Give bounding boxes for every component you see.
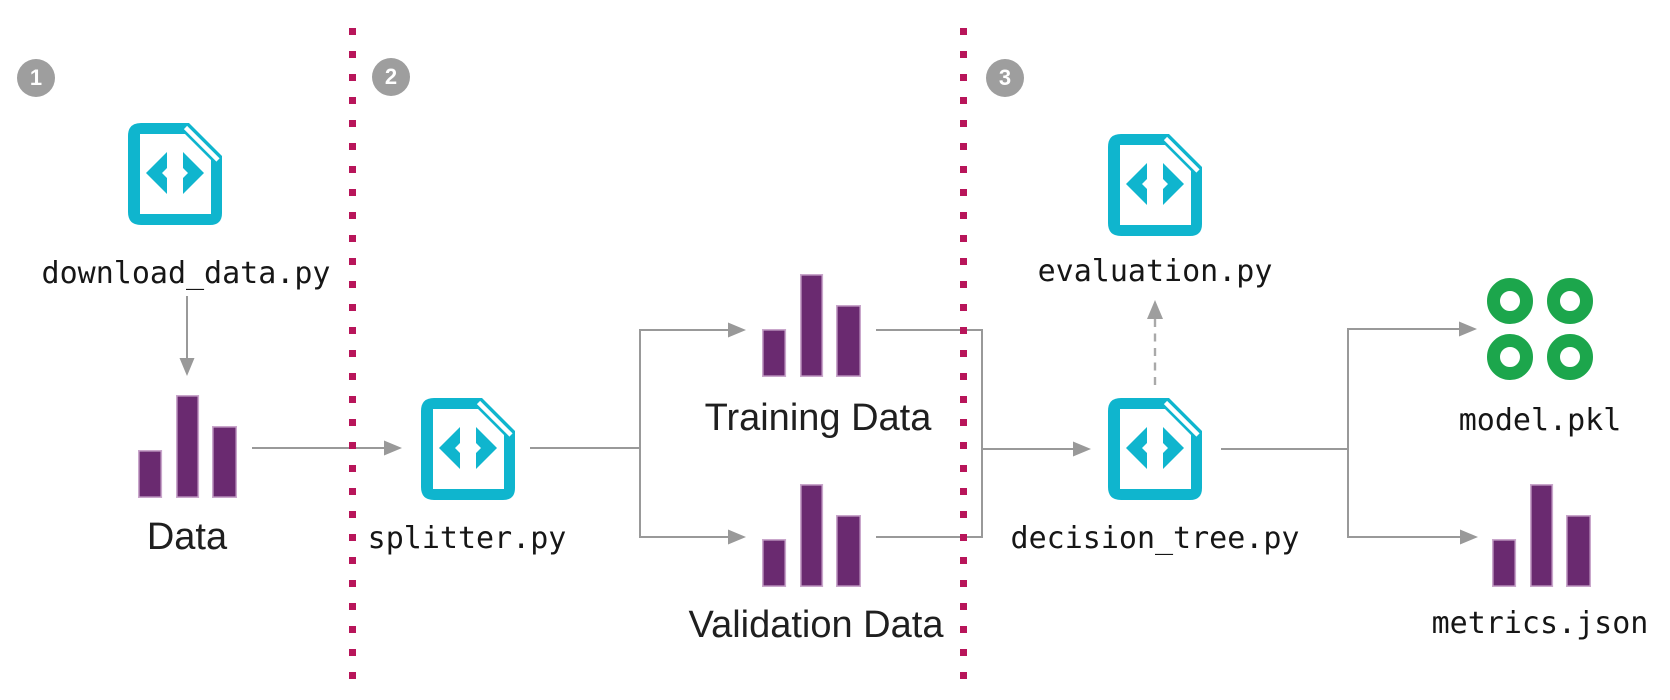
label-evaluation-script: evaluation.py	[1037, 254, 1273, 289]
label-download-script: download_data.py	[41, 256, 331, 291]
stage-number: 2	[384, 64, 398, 89]
code-file-icon	[128, 123, 222, 225]
label-validation-data: Validation Data	[688, 604, 944, 646]
label-splitter-script: splitter.py	[367, 521, 567, 556]
bar-chart-icon	[138, 395, 237, 498]
label-decision-tree-script: decision_tree.py	[1010, 521, 1300, 556]
code-file-icon	[1108, 398, 1202, 500]
stage-divider-2	[960, 28, 967, 680]
stage-divider-1	[349, 28, 356, 680]
arrowhead-to-evaluation	[1147, 300, 1163, 319]
bar-chart-icon	[762, 484, 861, 587]
stage-badge-1: 1	[17, 59, 55, 97]
label-model-output: model.pkl	[1458, 403, 1622, 438]
arrowhead-to-validation	[728, 529, 746, 545]
model-rings-icon	[1487, 278, 1593, 380]
code-file-icon	[421, 398, 515, 500]
stage-badge-3: 3	[986, 59, 1024, 97]
arrowhead-to-decision-tree	[1073, 441, 1091, 457]
arrowhead-to-metrics	[1460, 529, 1478, 545]
label-metrics-output: metrics.json	[1431, 606, 1649, 641]
code-file-icon	[1108, 134, 1202, 236]
label-raw-data: Data	[146, 516, 228, 558]
arrowhead-to-model	[1459, 321, 1477, 337]
bar-chart-icon	[1492, 484, 1591, 587]
stage-number: 1	[29, 65, 43, 90]
arrowhead-data-to-splitter	[384, 440, 402, 456]
bar-chart-icon	[762, 274, 861, 377]
arrowhead-to-training	[728, 322, 746, 338]
stage-number: 3	[998, 65, 1012, 90]
stage-badge-2: 2	[372, 58, 410, 96]
label-training-data: Training Data	[704, 397, 932, 439]
arrowhead-download-to-data	[179, 358, 195, 376]
